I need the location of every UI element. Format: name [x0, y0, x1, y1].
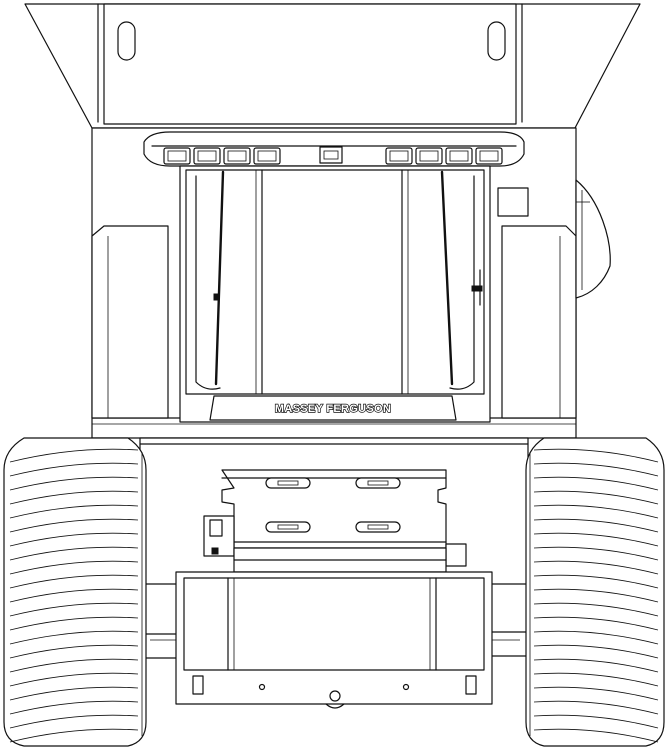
tire-tread	[9, 644, 139, 659]
center-camera	[319, 146, 343, 164]
tire-tread	[9, 672, 139, 687]
bolt-left	[258, 683, 266, 691]
side-duct-right	[575, 179, 611, 299]
tire-tread	[9, 518, 139, 533]
tire-tread	[533, 448, 659, 463]
tire-tread	[9, 686, 139, 701]
bumper-slot-right	[465, 675, 477, 695]
tire-tread	[9, 574, 139, 589]
tire-tread	[533, 504, 659, 519]
tire-tread	[533, 644, 659, 659]
work-light	[475, 147, 503, 165]
bumper-slot-left	[192, 675, 204, 695]
tire-tread	[533, 588, 659, 603]
tire-tread	[533, 672, 659, 687]
tire-tread	[533, 532, 659, 547]
side-panel-left	[91, 225, 169, 419]
tire-tread	[533, 700, 659, 715]
weight-slot	[265, 521, 311, 533]
tire-tread	[533, 560, 659, 575]
tire-tread	[533, 476, 659, 491]
tire-tread	[533, 686, 659, 701]
tire-tread	[9, 504, 139, 519]
tire-tread	[9, 728, 139, 743]
bolt-right	[402, 683, 410, 691]
light-bar	[143, 131, 525, 167]
tire-tread	[533, 602, 659, 617]
work-light	[223, 147, 251, 165]
brand-label: MASSEY FERGUSON	[275, 403, 391, 415]
side-panel-right	[501, 225, 577, 419]
tire-tread	[9, 714, 139, 729]
tire-tread	[533, 546, 659, 561]
tire-right	[525, 437, 665, 747]
tire-tread	[9, 588, 139, 603]
tow-hitch	[329, 690, 341, 702]
tire-tread	[9, 616, 139, 631]
tire-tread	[533, 630, 659, 645]
work-light	[415, 147, 443, 165]
weight-slot	[355, 477, 401, 489]
tire-tread	[9, 476, 139, 491]
rear-bumper	[175, 571, 493, 709]
tire-tread	[9, 532, 139, 547]
tire-tread	[533, 714, 659, 729]
work-light	[193, 147, 221, 165]
strut-right	[440, 170, 454, 386]
tire-tread	[9, 490, 139, 505]
work-light	[253, 147, 281, 165]
tire-tread	[533, 616, 659, 631]
hopper-slot-right	[487, 21, 506, 61]
work-light	[445, 147, 473, 165]
counterweight	[203, 469, 467, 573]
weight-slot	[355, 521, 401, 533]
tire-tread	[533, 490, 659, 505]
tire-tread	[9, 658, 139, 673]
tire-left	[3, 437, 147, 747]
cab: MASSEY FERGUSON	[179, 165, 491, 423]
tire-tread	[9, 602, 139, 617]
tire-tread	[9, 462, 139, 477]
work-light	[385, 147, 413, 165]
tire-tread	[533, 658, 659, 673]
tire-tread	[533, 462, 659, 477]
tire-tread	[9, 700, 139, 715]
tire-tread	[533, 728, 659, 743]
vent-box	[497, 187, 529, 217]
tire-tread	[9, 630, 139, 645]
strut-left	[214, 170, 225, 386]
tire-tread	[533, 574, 659, 589]
bracket-right	[445, 543, 467, 567]
grain-tank-hopper	[24, 3, 641, 129]
cab-base-panel	[209, 395, 457, 421]
hopper-slot-left	[117, 21, 136, 61]
work-light	[163, 147, 191, 165]
tire-tread	[9, 560, 139, 575]
weight-slot	[265, 477, 311, 489]
tire-tread	[533, 518, 659, 533]
tire-tread	[9, 546, 139, 561]
tire-tread	[9, 448, 139, 463]
